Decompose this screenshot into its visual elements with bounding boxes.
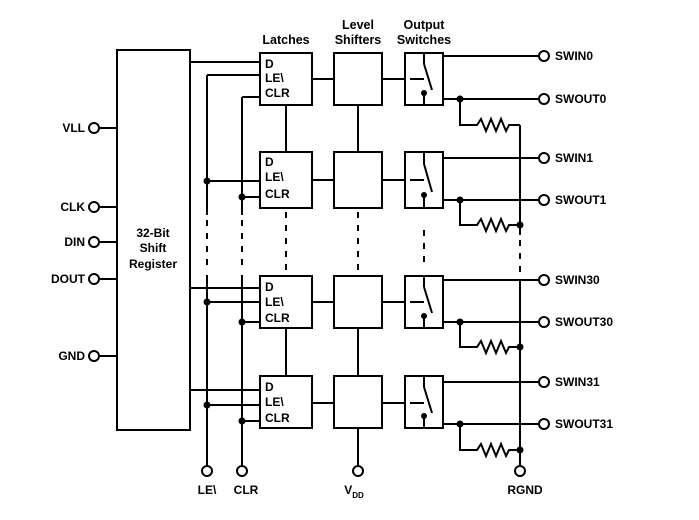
swout-1-label: SWOUT1 [555, 193, 607, 207]
shift-register-label-3: Register [129, 257, 177, 271]
pin-vll: VLL [62, 121, 117, 135]
latch-31-clr: CLR [265, 411, 290, 425]
swin-30-label: SWIN30 [555, 273, 600, 287]
channel-30: D LE\ CLR SWIN30 SWOUT30 [190, 273, 613, 356]
pin-clk-label: CLK [60, 200, 85, 214]
swout-0-label: SWOUT0 [555, 92, 607, 106]
pin-din: DIN [64, 235, 117, 249]
pin-vdd: VDD [344, 465, 364, 500]
channel-0: D LE\ CLR SWIN0 SWOUT0 [190, 49, 607, 134]
latch-30-clr: CLR [265, 311, 290, 325]
latch-31-d: D [265, 380, 274, 394]
pin-clr-bottom-label: CLR [234, 483, 259, 497]
shift-register-label-1: 32-Bit [136, 226, 169, 240]
pin-vdd-sub: DD [352, 491, 364, 500]
level-shifter-30 [333, 275, 383, 329]
latch-30-le: LE\ [265, 295, 284, 309]
latch-0 [259, 52, 313, 106]
pin-vdd-label: VDD [344, 483, 364, 500]
swout-30-label: SWOUT30 [555, 315, 613, 329]
level-shifter-31 [333, 375, 383, 429]
latch-31 [259, 375, 313, 429]
swout-31-label: SWOUT31 [555, 417, 613, 431]
pin-gnd: GND [58, 349, 117, 363]
pin-le-bottom: LE\ [198, 465, 217, 497]
latch-31-le: LE\ [265, 395, 284, 409]
shift-register-label-2: Shift [140, 241, 167, 255]
shift-register-block [116, 49, 191, 431]
header-output-line1: Output [404, 18, 446, 32]
latch-30-d: D [265, 280, 274, 294]
pin-gnd-label: GND [58, 349, 85, 363]
pin-rgnd-label: RGND [507, 483, 543, 497]
pin-vdd-main: V [344, 483, 352, 497]
pin-rgnd: RGND [507, 465, 543, 497]
latch-0-d: D [265, 57, 274, 71]
swin-31-label: SWIN31 [555, 375, 600, 389]
swin-1-label: SWIN1 [555, 151, 593, 165]
latch-1-d: D [265, 155, 274, 169]
pin-dout-label: DOUT [51, 272, 86, 286]
latch-0-le: LE\ [265, 71, 284, 85]
level-shifter-0 [333, 52, 383, 106]
latch-1-le: LE\ [265, 170, 284, 184]
pin-clr-bottom: CLR [234, 465, 259, 497]
header-level-line1: Level [342, 18, 374, 32]
pin-vll-label: VLL [62, 121, 85, 135]
pin-din-label: DIN [64, 235, 85, 249]
header-output-line2: Switches [397, 33, 451, 47]
swin-0-label: SWIN0 [555, 49, 593, 63]
latch-0-clr: CLR [265, 86, 290, 100]
pin-dout: DOUT [51, 272, 117, 286]
level-shifter-1 [333, 151, 383, 209]
pin-le-bottom-label: LE\ [198, 483, 217, 497]
channel-1: D LE\ CLR SWIN1 SWOUT1 [203, 151, 607, 234]
channel-31: D LE\ CLR SWIN31 SWOUT31 [190, 375, 613, 459]
header-latches: Latches [262, 33, 309, 47]
pin-clk: CLK [60, 200, 117, 214]
latch-1-clr: CLR [265, 187, 290, 201]
header-level-line2: Shifters [335, 33, 382, 47]
